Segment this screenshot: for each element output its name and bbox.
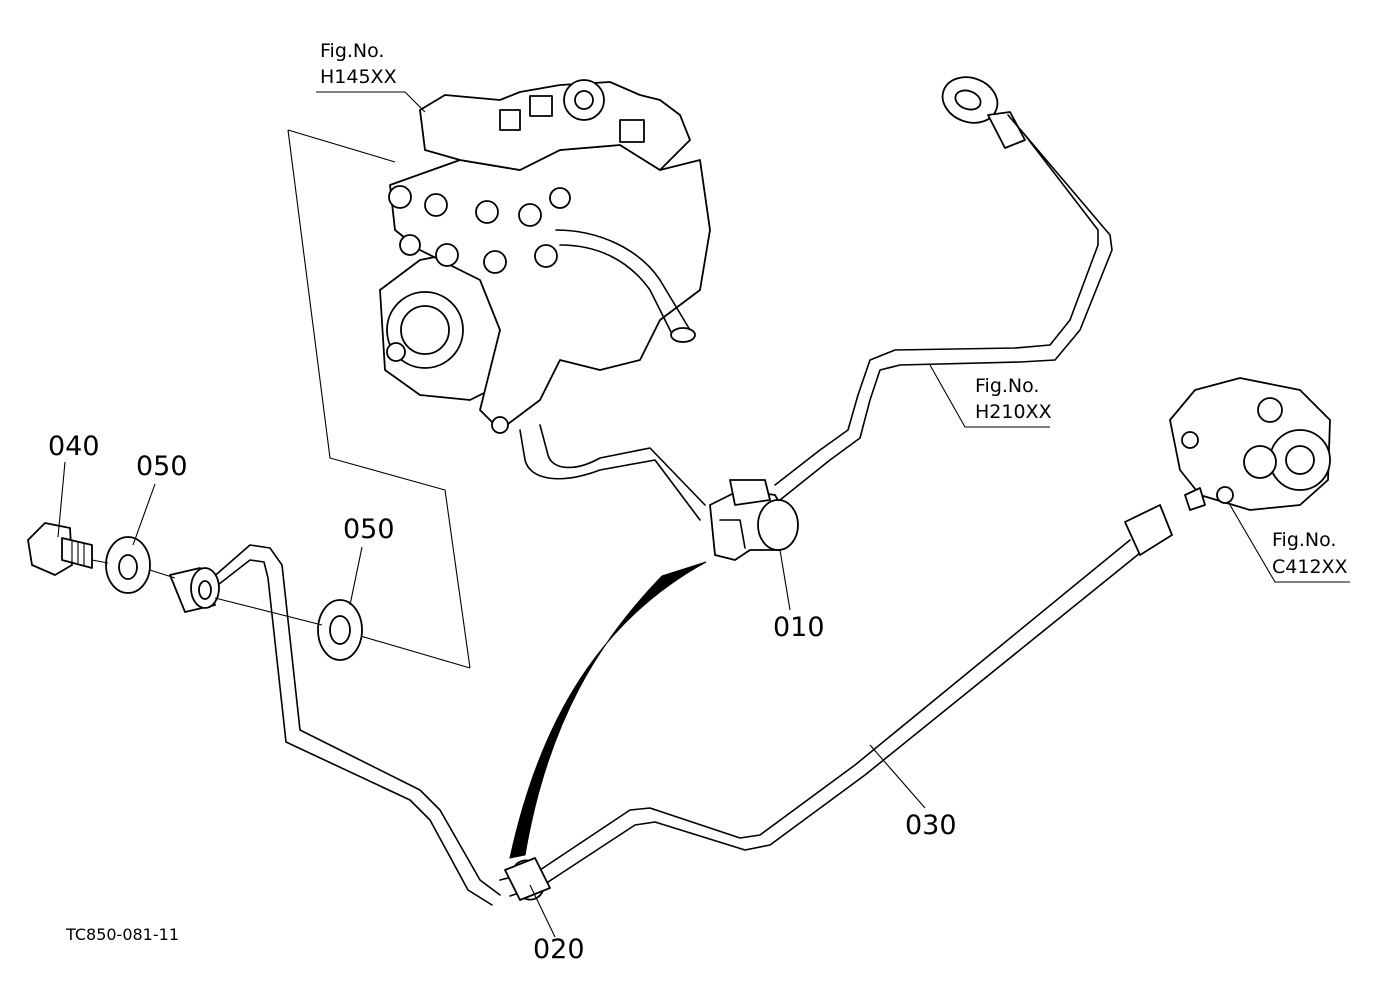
fig-label-h210: Fig.No. <box>975 375 1039 397</box>
pipe-clamp-010 <box>709 479 799 561</box>
figure-ref-c412: Fig.No. C412XX <box>1272 529 1348 578</box>
fig-code-h210: H210XX <box>975 401 1052 423</box>
part-number-040: 040 <box>48 431 100 462</box>
pipe-030 <box>499 504 1173 897</box>
fig-label-h145: Fig.No. <box>320 40 384 62</box>
part-number-030: 030 <box>905 810 957 841</box>
part-number-050-left: 050 <box>136 451 188 482</box>
upper-return-pipe <box>774 76 1113 501</box>
fig-label-c412: Fig.No. <box>1272 529 1336 551</box>
figure-ref-h210: Fig.No. H210XX <box>975 375 1052 423</box>
assembly-centerline <box>91 559 323 626</box>
assembly-direction-arrow <box>509 561 707 859</box>
part-number-020: 020 <box>533 934 585 965</box>
pipe-020 <box>169 544 551 906</box>
leader-lines <box>57 91 1350 938</box>
banjo-bolt-040 <box>27 522 93 576</box>
part-number-050-right: 050 <box>343 514 395 545</box>
part-number-010: 010 <box>773 612 825 643</box>
drawing-code: TC850-081-11 <box>65 925 179 944</box>
hydraulic-pump-assembly <box>379 79 711 521</box>
fig-code-c412: C412XX <box>1272 556 1348 578</box>
fig-code-h145: H145XX <box>320 66 397 88</box>
washer-050-left <box>105 536 151 594</box>
washer-050-right <box>317 599 363 661</box>
figure-ref-h145: Fig.No. H145XX <box>320 40 397 88</box>
gear-pump-c412 <box>1169 377 1331 511</box>
